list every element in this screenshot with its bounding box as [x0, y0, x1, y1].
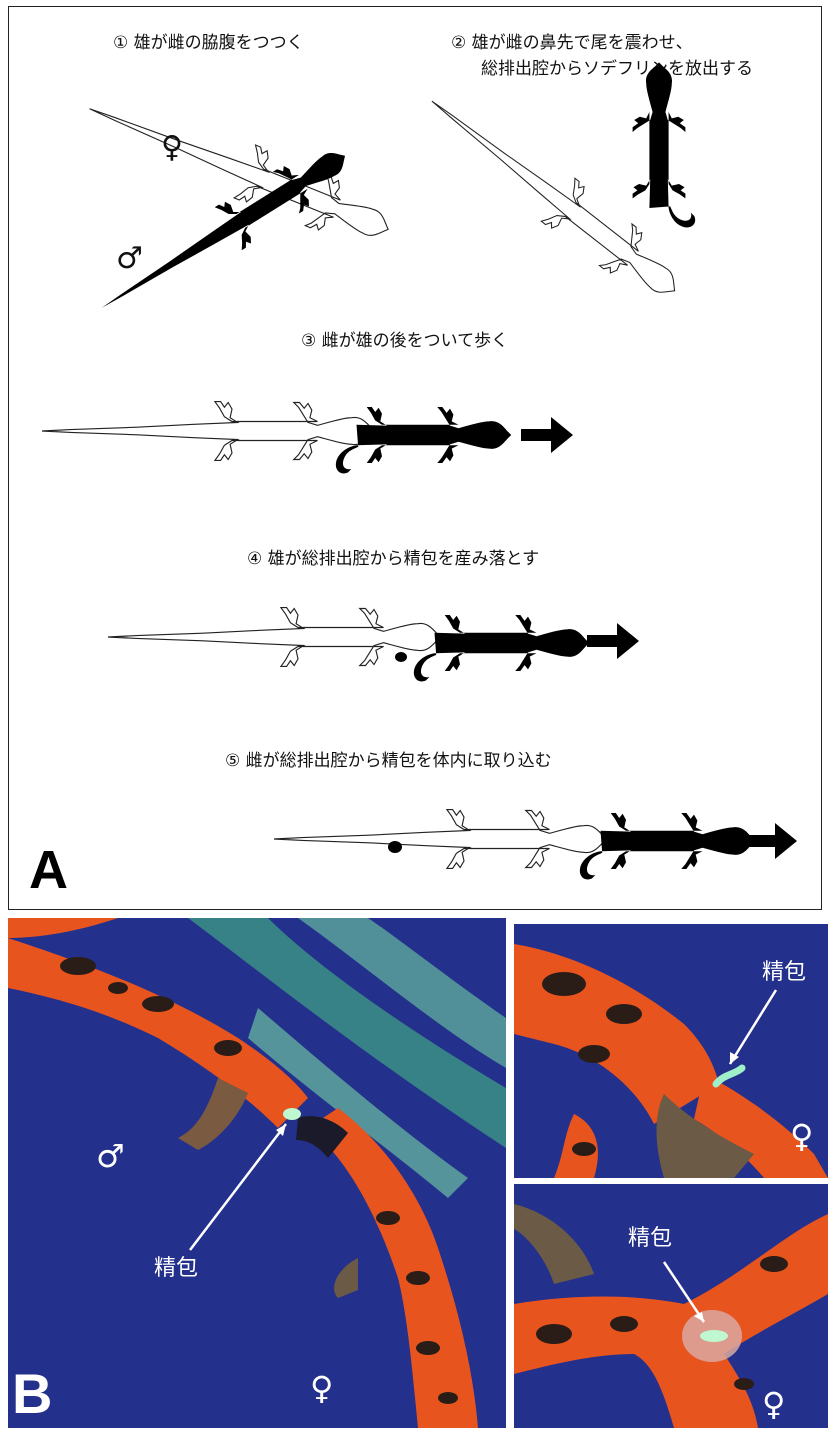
- step-3-caption: ③ 雌が雄の後をついて歩く: [301, 329, 508, 353]
- step-5-female-newt: [407, 839, 408, 840]
- step-2-caption: ② 雄が雌の鼻先で尾を震わせ、: [451, 31, 693, 55]
- photo-mating-overview: ♂ 精包 ♀ B: [8, 918, 506, 1428]
- step-5-male-newt: [575, 841, 576, 842]
- step-3-male-newt: [331, 435, 332, 436]
- photo-spermatophore-label: 精包: [154, 1256, 198, 1282]
- step-5-caption: ⑤ 雌が総排出腔から精包を体内に取り込む: [225, 749, 552, 773]
- step-1-caption: ① 雄が雌の脇腹をつつく: [113, 31, 304, 55]
- photo-spermatophore-uptake: 精包 ♀: [514, 1184, 828, 1428]
- step-4-female-newt: [241, 637, 242, 638]
- step-4-male-newt: [409, 643, 410, 644]
- photo-spermatophore-deposit: 精包 ♀: [514, 924, 828, 1178]
- photo-mating-overview-image: [8, 918, 506, 1428]
- step-5-spermatophore: [387, 839, 407, 859]
- panel-a-label: A: [29, 843, 68, 897]
- step-2-caption-line2: 総排出腔からソデフリンを放出する: [481, 57, 753, 81]
- step-4-caption: ④ 雄が総排出腔から精包を産み落とす: [247, 547, 539, 571]
- step-1-male-symbol: ♂: [116, 244, 143, 274]
- step-1-female-symbol: ♀: [161, 133, 183, 163]
- photo-male-symbol: ♂: [96, 1140, 125, 1172]
- step-1-female-newt: [209, 157, 210, 158]
- step-2-female-newt: [529, 177, 530, 178]
- photo-br-spermatophore-label: 精包: [628, 1226, 672, 1252]
- step-3-female-newt: [175, 431, 176, 432]
- step-1-male-newt: [199, 247, 200, 248]
- step-4-direction-arrow: [587, 621, 647, 661]
- photo-br-female-symbol: ♀: [762, 1388, 785, 1420]
- panel-b-label: B: [12, 1366, 52, 1422]
- step-3-direction-arrow: [521, 415, 581, 455]
- step-4-spermatophore: [393, 649, 413, 669]
- step-5-direction-arrow: [745, 821, 805, 861]
- photo-female-symbol: ♀: [310, 1372, 333, 1404]
- photo-tr-spermatophore-label: 精包: [762, 960, 806, 986]
- photo-tr-female-symbol: ♀: [790, 1120, 813, 1152]
- panel-a-diagram: ① 雄が雌の脇腹をつつく ♀ ♂ ② 雄が雌の鼻先で尾を震わせ、 総排出腔からソ…: [8, 6, 822, 910]
- panel-b-photos: ♂ 精包 ♀ B 精包 ♀: [0, 918, 829, 1430]
- step-2-male-newt: [659, 232, 660, 233]
